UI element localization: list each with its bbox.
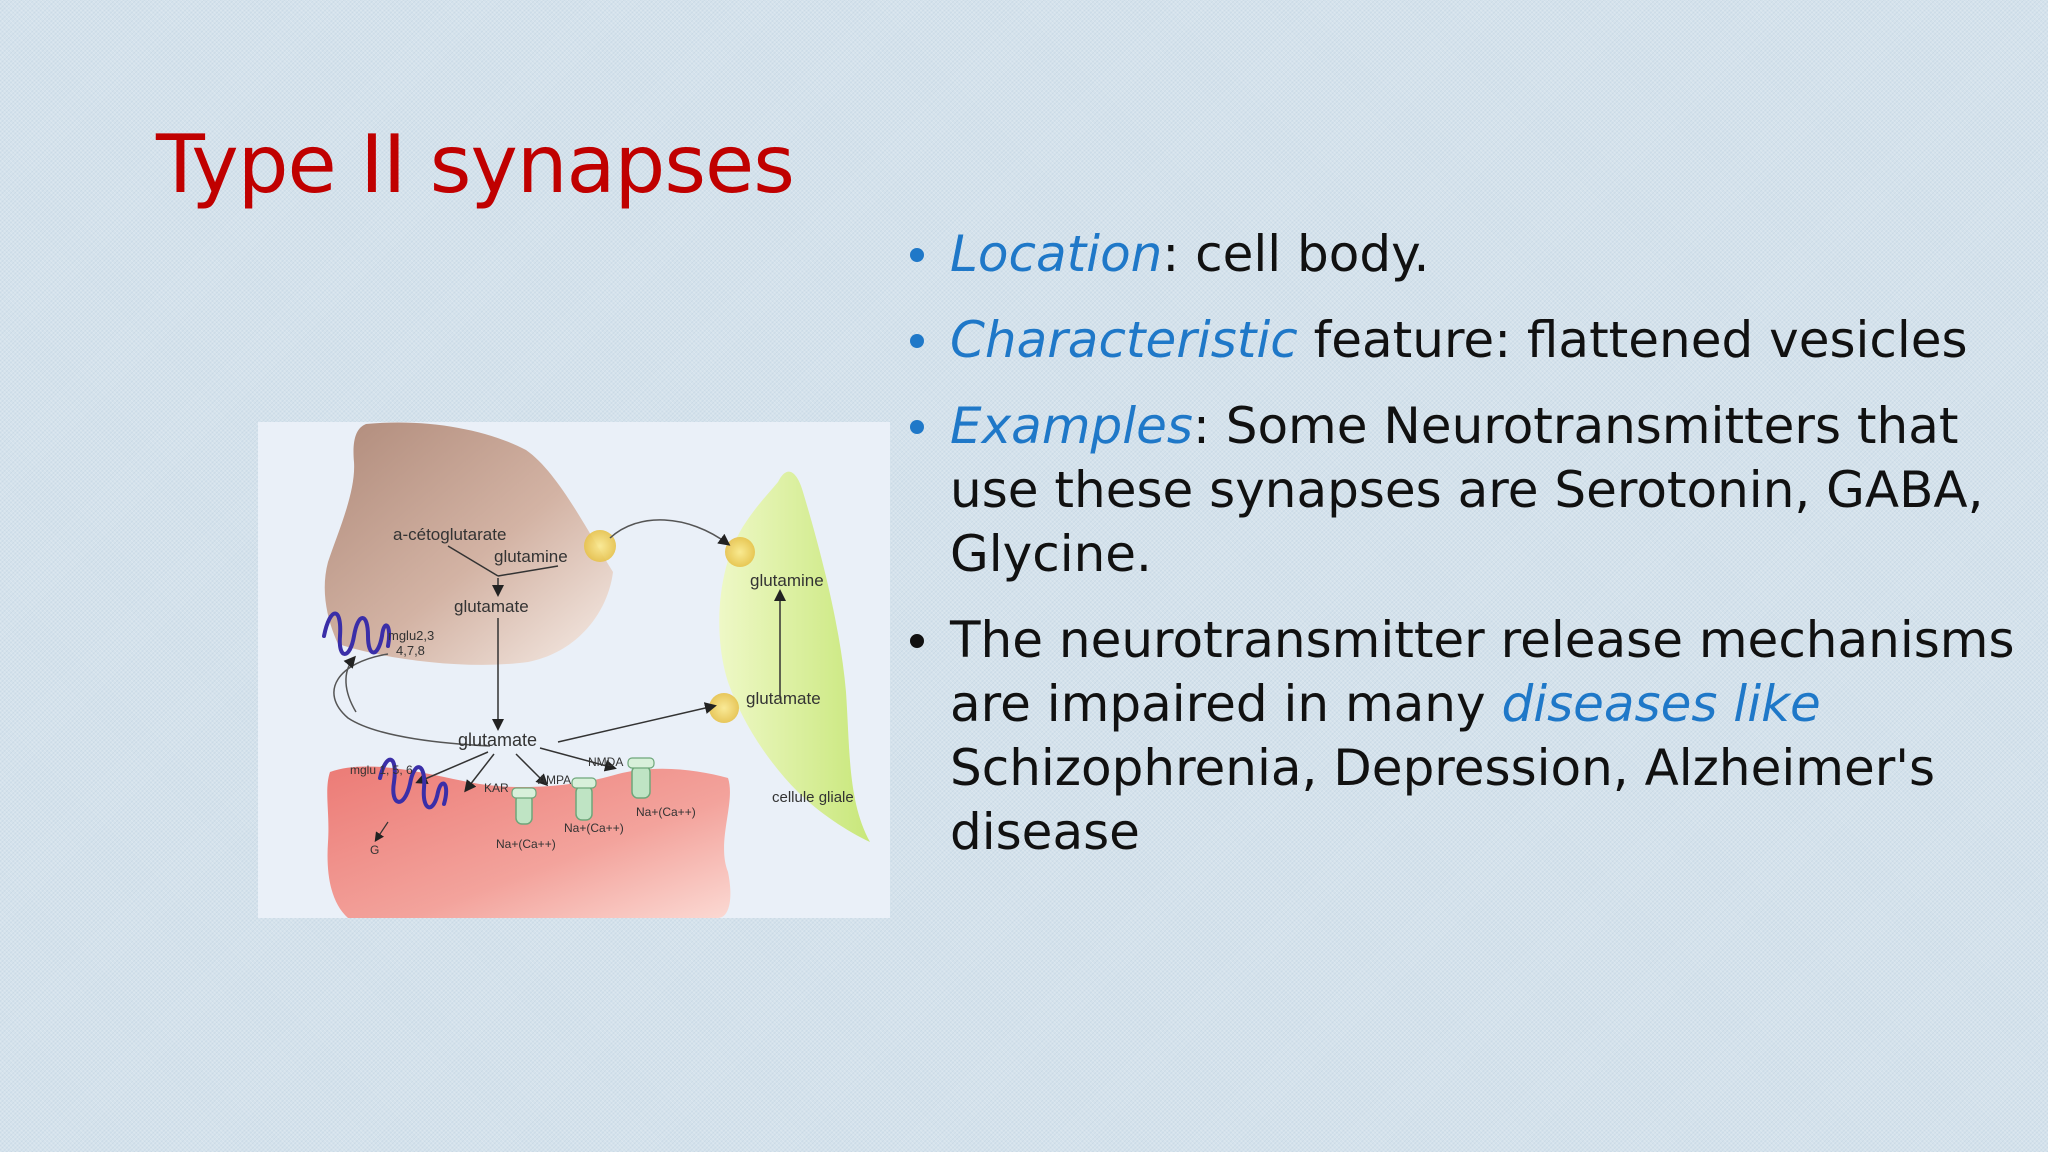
bullet-highlight: Examples [950, 397, 1193, 455]
bullet-list: Location: cell body. Characteristic feat… [908, 222, 2018, 886]
label-glutamate-cleft: glutamate [458, 730, 537, 750]
nmda-receptor [627, 757, 655, 799]
bullet-highlight: diseases like [1501, 675, 1821, 733]
bullet-text: feature: flattened vesicles [1297, 311, 1968, 369]
label-mglu-pre-2: 4,7,8 [396, 643, 425, 658]
label-glutamate-pre: glutamate [454, 597, 529, 616]
bullet-marker [910, 334, 924, 348]
glial-cell [719, 471, 870, 842]
label-g: G [370, 843, 379, 857]
bullet-highlight: Location [950, 225, 1163, 283]
label-mglu-pre-1: mglu2,3 [388, 628, 434, 643]
slide-title: Type II synapses [156, 118, 795, 211]
synapse-diagram: a-cétoglutarate glutamine glutamate mglu… [258, 422, 890, 918]
bullet-location: Location: cell body. [908, 222, 2018, 286]
transporter-glial-top [725, 537, 755, 567]
bullet-text: : cell body. [1162, 225, 1430, 283]
bullet-text: : Some Neurotransmitters that use these … [950, 397, 1984, 583]
bullet-lead: The neurotransmitter release mechanisms … [950, 611, 2015, 733]
label-na-ca-3: Na+(Ca++) [496, 837, 556, 851]
bullet-text: Schizophrenia, Depression, Alzheimer's d… [950, 739, 1936, 861]
bullet-diseases: The neurotransmitter release mechanisms … [908, 608, 2018, 864]
label-a-cetoglutarate: a-cétoglutarate [393, 525, 506, 544]
label-na-ca-2: Na+(Ca++) [564, 821, 624, 835]
label-ampa: AMPA [538, 773, 571, 787]
label-mglu-post: mglu 1, 5, 6 [350, 763, 413, 777]
label-na-ca-1: Na+(Ca++) [636, 805, 696, 819]
label-glutamate-glial: glutamate [746, 689, 821, 708]
label-glutamine-glial: glutamine [750, 571, 824, 590]
presynaptic-terminal [324, 422, 613, 665]
mglu-post-receptor [378, 757, 449, 810]
bullet-marker [910, 634, 924, 648]
kar-receptor [511, 787, 537, 825]
label-glutamine-pre: glutamine [494, 547, 568, 566]
label-kar: KAR [484, 781, 509, 795]
bullet-characteristic: Characteristic feature: flattened vesicl… [908, 308, 2018, 372]
mglu-pre-receptor [322, 611, 392, 656]
postsynaptic-cell [327, 766, 731, 918]
label-nmda: NMDA [588, 755, 623, 769]
transporter-pre [584, 530, 616, 562]
ampa-receptor [571, 777, 597, 821]
transporter-glial-bottom [709, 693, 739, 723]
bullet-examples: Examples: Some Neurotransmitters that us… [908, 394, 2018, 586]
label-cellule-gliale: cellule gliale [772, 789, 854, 806]
synapse-figure: a-cétoglutarate glutamine glutamate mglu… [258, 422, 890, 918]
bullet-marker [910, 248, 924, 262]
bullet-marker [910, 420, 924, 434]
bullet-highlight: Characteristic [950, 311, 1298, 369]
